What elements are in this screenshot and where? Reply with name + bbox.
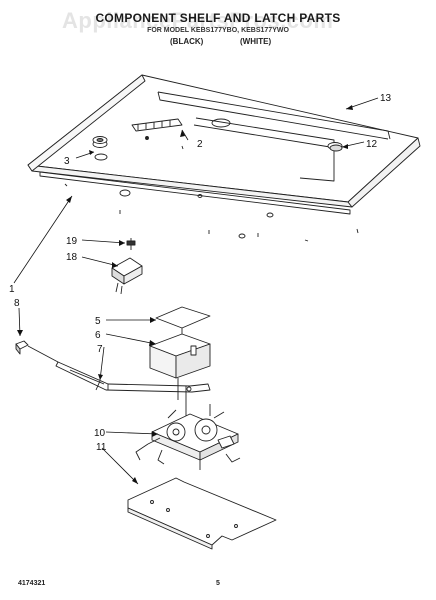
component-shelf: [27, 74, 421, 242]
model-numbers: FOR MODEL KEBS177YBO, KEBS177YWO: [147, 27, 289, 34]
color-variant-black: (BLACK): [170, 37, 204, 46]
callout-11: 11: [96, 442, 107, 453]
document-number: 4174321: [18, 580, 46, 587]
color-variant-white: (WHITE): [240, 37, 272, 46]
plug-button-part: [329, 144, 343, 152]
latch-mechanism: [135, 404, 241, 470]
latch-base-plate: [127, 477, 277, 550]
callout-1: 1: [9, 284, 15, 295]
callout-18: 18: [66, 252, 78, 263]
bushing-part: [92, 136, 108, 161]
latch-bracket: [149, 333, 211, 430]
callout-8: 8: [14, 298, 20, 309]
callout-10: 10: [94, 428, 106, 439]
callout-numbers: 13 2 3 12 1 19 18 8 5 6 7 10 11: [9, 93, 392, 453]
callout-3: 3: [64, 156, 70, 167]
watermark: AppliancePartsPros.com: [62, 8, 334, 33]
page-number: 5: [216, 580, 220, 587]
latch-handle-assembly: [15, 340, 211, 393]
callout-5: 5: [95, 316, 101, 327]
latch-switch-assembly: [111, 238, 143, 295]
callout-12: 12: [366, 139, 378, 150]
callout-6: 6: [95, 330, 101, 341]
callout-13: 13: [380, 93, 392, 104]
callout-19: 19: [66, 236, 78, 247]
diagram-title: COMPONENT SHELF AND LATCH PARTS: [95, 11, 341, 25]
callout-2: 2: [197, 139, 203, 150]
terminal-block-part: [131, 118, 183, 140]
callout-7: 7: [97, 344, 103, 355]
